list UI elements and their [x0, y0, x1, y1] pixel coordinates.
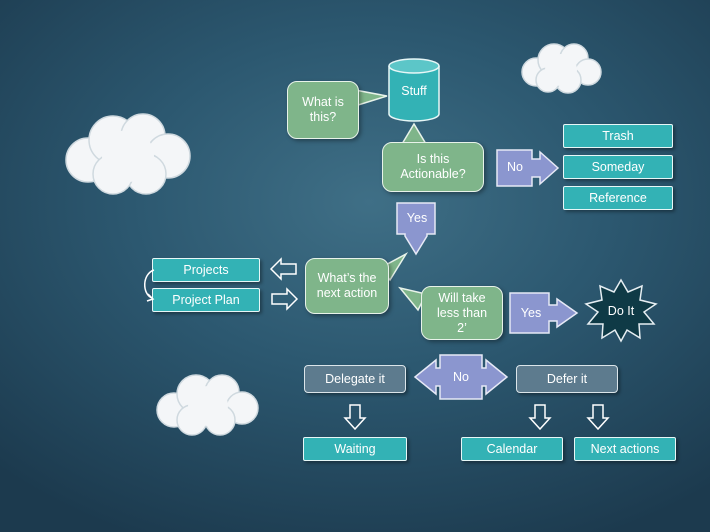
waiting-box: Waiting [303, 437, 407, 461]
cloud-icon [521, 43, 602, 94]
is-actionable-label: Is this Actionable? [400, 152, 466, 181]
cloud-icon [65, 113, 191, 195]
no-label: No [507, 160, 523, 174]
yes-label: Yes [406, 211, 428, 225]
projects-box: Projects [152, 258, 260, 282]
project-plan-box: Project Plan [152, 288, 260, 312]
next-action-label: What’s the next action [316, 271, 378, 300]
yes-right-label: Yes [520, 306, 542, 320]
stuff-node: Stuff [387, 58, 441, 122]
database-icon [388, 58, 440, 122]
cloud-icon [156, 374, 259, 436]
arrow-left-icon [269, 257, 297, 281]
arrow-down-icon [528, 404, 552, 431]
arrow-right-icon [271, 287, 299, 311]
defer-box: Defer it [516, 365, 618, 393]
someday-box: Someday [563, 155, 673, 179]
no-mid-label: No [453, 370, 469, 384]
connector-curve [144, 269, 155, 302]
calendar-box: Calendar [461, 437, 563, 461]
yes-arrow-down [396, 202, 436, 256]
is-actionable-bubble: Is this Actionable? [382, 142, 484, 192]
callout-tail [354, 89, 388, 108]
no-double-arrow [413, 354, 509, 400]
what-is-this-bubble: What is this? [287, 81, 359, 139]
will-take-bubble: Will take less than 2’ [421, 286, 503, 340]
reference-box: Reference [563, 186, 673, 210]
trash-box: Trash [563, 124, 673, 148]
yes-arrow-right [509, 292, 579, 334]
do-it-star [584, 278, 658, 343]
what-is-this-label: What is this? [302, 95, 344, 124]
arrow-down-icon [586, 404, 610, 431]
delegate-box: Delegate it [304, 365, 406, 393]
next-action-bubble: What’s the next action [305, 258, 389, 314]
next-actions-box: Next actions [574, 437, 676, 461]
arrow-down-icon [343, 404, 367, 431]
do-it-label: Do It [607, 304, 635, 318]
stuff-label: Stuff [401, 84, 427, 98]
no-arrow-right [496, 149, 560, 187]
will-take-label: Will take less than 2’ [436, 290, 488, 335]
